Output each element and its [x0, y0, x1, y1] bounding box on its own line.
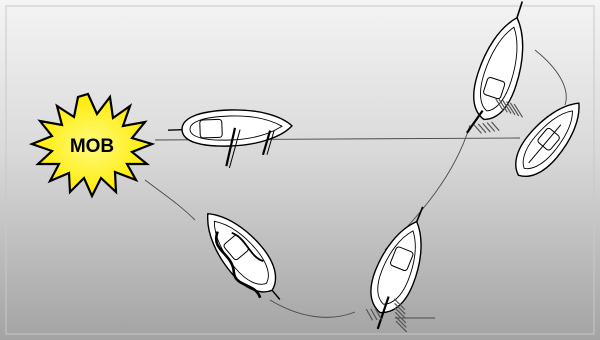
starburst-marker: MOB	[28, 92, 156, 199]
boat-1-beam-reach	[168, 109, 293, 169]
boat-3-tacking	[515, 102, 580, 177]
frame-border	[5, 5, 595, 335]
mob-label: MOB	[70, 136, 114, 157]
boat-2-close-hauled	[466, 1, 524, 134]
boat-5-approach	[365, 206, 424, 333]
boat-4-broad-reach	[207, 212, 281, 300]
